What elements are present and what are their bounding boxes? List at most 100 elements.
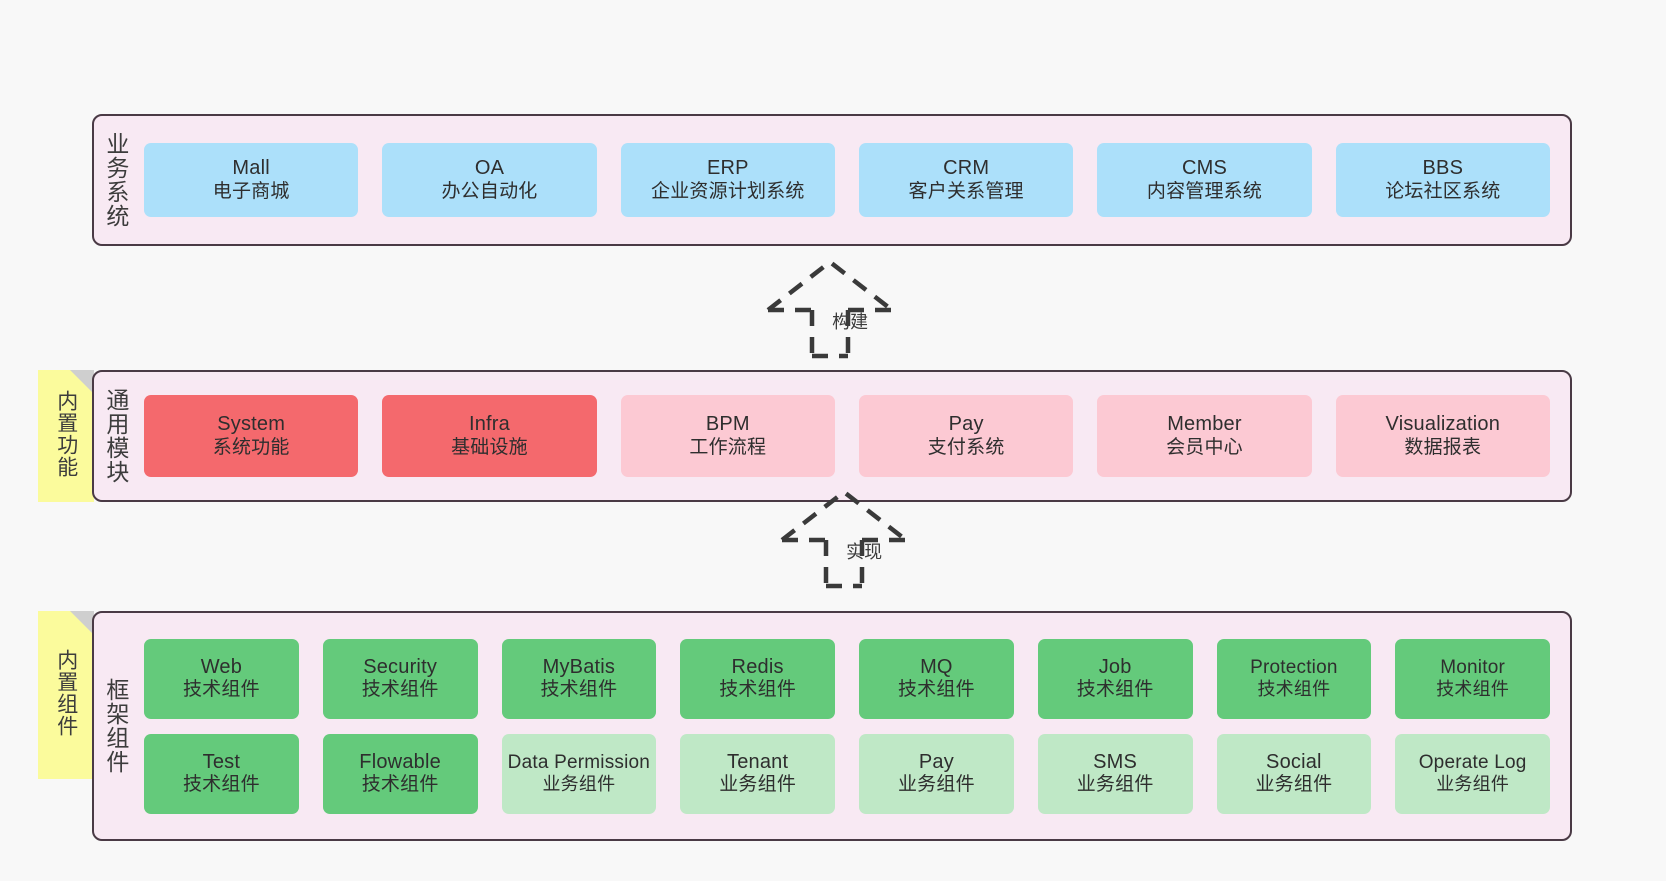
module-name: CRM (943, 157, 990, 179)
component-card-monitor[interactable]: Monitor 技术组件 (1395, 638, 1550, 719)
module-card-system[interactable]: System 系统功能 (144, 395, 359, 477)
module-card-erp[interactable]: ERP 企业资源计划系统 (620, 143, 835, 217)
component-card-web[interactable]: Web 技术组件 (144, 638, 299, 719)
component-desc: 技术组件 (182, 679, 260, 701)
module-name: ERP (706, 157, 749, 179)
component-desc: 技术组件 (182, 774, 260, 796)
layer-frame-label: 框架组件 (102, 678, 129, 774)
layer-framework-components: 框架组件 Web 技术组件 Security 技术组件 MyBatis 技术组件… (92, 611, 1572, 841)
component-card-mybatis[interactable]: MyBatis 技术组件 (501, 638, 657, 719)
module-card-visualization[interactable]: Visualization 数据报表 (1335, 395, 1550, 477)
module-desc: 支付系统 (927, 436, 1005, 458)
module-card-pay[interactable]: Pay 支付系统 (858, 395, 1074, 477)
module-card-bbs[interactable]: BBS 论坛社区系统 (1335, 143, 1550, 217)
module-desc: 会员中心 (1166, 436, 1243, 458)
module-name: BBS (1422, 157, 1464, 179)
component-name: Flowable (359, 750, 441, 773)
module-card-mall[interactable]: Mall 电子商城 (144, 143, 359, 217)
component-desc: 业务组件 (897, 774, 975, 796)
component-name: Data Permission (507, 751, 651, 773)
connector-build: 构建 (766, 259, 928, 359)
layer-common-modules: 通用模块 System 系统功能 Infra 基础设施 BPM 工作流程 Pay… (92, 370, 1572, 502)
component-card-operate-log[interactable]: Operate Log 业务组件 (1395, 733, 1550, 814)
module-name: BPM (705, 413, 750, 435)
component-card-protection[interactable]: Protection 技术组件 (1216, 638, 1372, 719)
component-desc: 技术组件 (1076, 679, 1154, 701)
layer-business-systems: 业务系统 Mall 电子商城 OA 办公自动化 ERP 企业资源计划系统 CRM… (92, 114, 1572, 246)
connector-implement: 实现 (780, 489, 942, 589)
component-card-job[interactable]: Job 技术组件 (1037, 638, 1193, 719)
module-name: CMS (1181, 157, 1227, 179)
module-desc: 电子商城 (212, 180, 290, 202)
sticky-note-builtin-features: 内置功能 (38, 370, 94, 502)
module-card-bpm[interactable]: BPM 工作流程 (620, 395, 835, 477)
business-module-row: Mall 电子商城 OA 办公自动化 ERP 企业资源计划系统 CRM 客户关系… (144, 143, 1550, 217)
component-desc: 业务组件 (1436, 774, 1510, 795)
component-desc: 技术组件 (719, 679, 797, 701)
component-name: Security (363, 655, 438, 678)
component-desc: 技术组件 (897, 679, 975, 701)
module-name: Infra (468, 413, 510, 435)
layer-common-body: System 系统功能 Infra 基础设施 BPM 工作流程 Pay 支付系统… (136, 372, 1570, 500)
component-name: Web (200, 655, 243, 678)
dashed-hollow-arrow-up-icon (766, 259, 894, 359)
frame-tech-component-row: Web 技术组件 Security 技术组件 MyBatis 技术组件 Redi… (144, 638, 1550, 719)
common-module-row: System 系统功能 Infra 基础设施 BPM 工作流程 Pay 支付系统… (144, 395, 1550, 477)
component-name: MQ (920, 655, 953, 678)
component-desc: 业务组件 (1076, 774, 1154, 796)
component-name: SMS (1093, 750, 1138, 773)
component-card-social[interactable]: Social 业务组件 (1216, 733, 1372, 814)
layer-frame-body: Web 技术组件 Security 技术组件 MyBatis 技术组件 Redi… (136, 613, 1570, 839)
component-desc: 业务组件 (1255, 774, 1333, 796)
component-desc: 技术组件 (1257, 679, 1331, 700)
component-card-test[interactable]: Test 技术组件 (144, 733, 299, 814)
component-card-mq[interactable]: MQ 技术组件 (859, 638, 1014, 719)
component-name: MyBatis (542, 655, 616, 678)
component-desc: 业务组件 (542, 774, 616, 795)
sticky-note-builtin-components: 内置组件 (38, 611, 94, 779)
connector-build-label: 构建 (832, 312, 869, 332)
module-name: Mall (232, 157, 270, 179)
component-desc: 业务组件 (719, 774, 797, 796)
module-card-member[interactable]: Member 会员中心 (1097, 395, 1312, 477)
module-card-infra[interactable]: Infra 基础设施 (382, 395, 597, 477)
component-name: Monitor (1440, 656, 1505, 678)
component-name: Protection (1250, 656, 1338, 678)
component-name: Job (1098, 655, 1132, 678)
component-card-pay[interactable]: Pay 业务组件 (859, 733, 1014, 814)
dashed-hollow-arrow-up-icon (780, 489, 908, 589)
component-name: Social (1266, 750, 1322, 773)
module-name: System (217, 413, 286, 435)
module-name: Visualization (1385, 413, 1501, 435)
module-desc: 内容管理系统 (1146, 180, 1263, 202)
layer-business-body: Mall 电子商城 OA 办公自动化 ERP 企业资源计划系统 CRM 客户关系… (136, 116, 1570, 244)
component-desc: 技术组件 (540, 679, 618, 701)
module-desc: 基础设施 (451, 436, 528, 458)
component-card-data-permission[interactable]: Data Permission 业务组件 (501, 733, 657, 814)
module-desc: 工作流程 (689, 436, 767, 458)
module-card-cms[interactable]: CMS 内容管理系统 (1097, 143, 1312, 217)
module-desc: 办公自动化 (441, 180, 538, 202)
module-desc: 企业资源计划系统 (651, 180, 805, 202)
component-card-redis[interactable]: Redis 技术组件 (680, 638, 835, 719)
module-desc: 论坛社区系统 (1385, 180, 1501, 202)
component-card-security[interactable]: Security 技术组件 (322, 638, 478, 719)
component-desc: 技术组件 (361, 679, 439, 701)
module-name: Pay (948, 413, 984, 435)
module-name: Member (1167, 413, 1242, 435)
component-name: Pay (918, 750, 954, 773)
connector-implement-label: 实现 (846, 542, 883, 562)
component-name: Operate Log (1418, 751, 1527, 773)
module-desc: 数据报表 (1404, 436, 1482, 458)
component-name: Test (202, 750, 241, 773)
layer-common-label: 通用模块 (102, 388, 129, 484)
component-card-flowable[interactable]: Flowable 技术组件 (322, 733, 478, 814)
component-card-sms[interactable]: SMS 业务组件 (1037, 733, 1193, 814)
module-desc: 系统功能 (212, 436, 290, 458)
component-card-tenant[interactable]: Tenant 业务组件 (680, 733, 835, 814)
component-desc: 技术组件 (361, 774, 439, 796)
module-card-crm[interactable]: CRM 客户关系管理 (858, 143, 1074, 217)
component-name: Redis (731, 655, 784, 678)
module-card-oa[interactable]: OA 办公自动化 (382, 143, 597, 217)
